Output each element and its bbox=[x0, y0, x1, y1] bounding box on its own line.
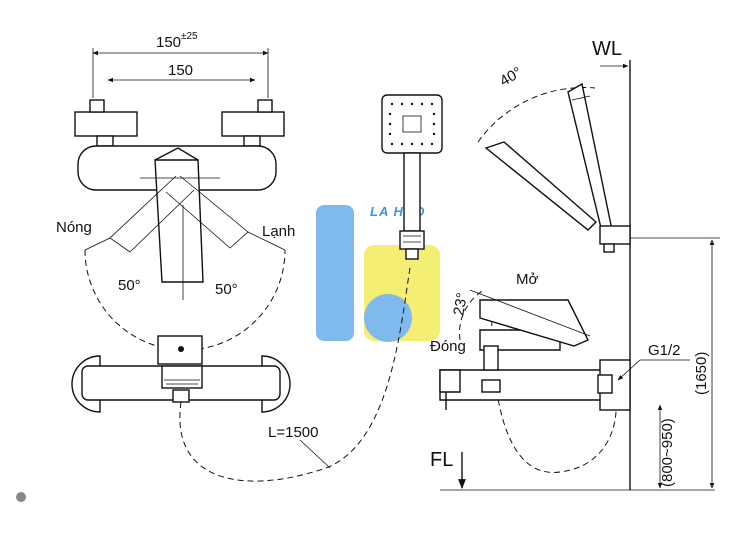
label-hot: Nóng bbox=[56, 219, 92, 236]
dim-150-tolerance: 150 bbox=[156, 34, 181, 51]
label-close: Đóng bbox=[430, 338, 466, 355]
top-view: L=1500 bbox=[71, 267, 411, 482]
angle-left: 50° bbox=[118, 277, 141, 294]
front-view: 150 ±25 150 Nóng Lạnh 50° 50° bbox=[56, 31, 295, 351]
label-floor: FL bbox=[430, 449, 453, 471]
hand-shower bbox=[381, 94, 443, 260]
angle-lever: 23° bbox=[450, 291, 471, 316]
logo-blue-bar bbox=[316, 205, 354, 341]
label-hose-length: L=1500 bbox=[268, 424, 318, 441]
corner-dot bbox=[16, 492, 26, 502]
side-view: WL 40° 23° Mở Đóng G1/2 bbox=[430, 38, 720, 491]
label-open: Mở bbox=[516, 271, 538, 288]
dim-height-1650: (1650) bbox=[693, 352, 710, 395]
dim-height-range: (800~950) bbox=[659, 418, 676, 487]
watermark-logo: LA HÀO bbox=[316, 204, 440, 342]
label-cold: Lạnh bbox=[262, 223, 295, 240]
angle-handshower: 40° bbox=[497, 64, 525, 90]
dim-150-tolerance-sup: ±25 bbox=[181, 31, 198, 42]
label-wall: WL bbox=[592, 38, 622, 60]
angle-right: 50° bbox=[215, 281, 238, 298]
dim-150: 150 bbox=[168, 62, 193, 79]
label-thread: G1/2 bbox=[648, 342, 681, 359]
